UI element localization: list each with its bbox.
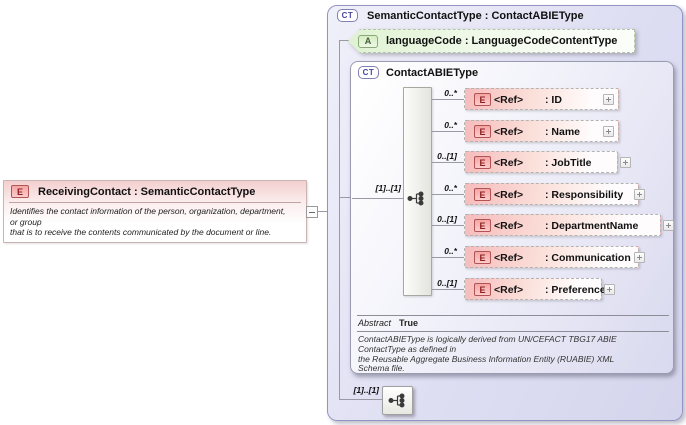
- connector-line: [339, 40, 349, 41]
- expand-icon[interactable]: [603, 126, 614, 137]
- element-id[interactable]: E <Ref> : ID: [464, 88, 619, 110]
- cardinality-label: 0..[1]: [437, 278, 457, 288]
- bottom-group-cardinality: [1]..[1]: [353, 385, 380, 395]
- attribute-type-icon: A: [358, 34, 378, 48]
- divider: [357, 331, 669, 332]
- element-name: : Name: [545, 125, 581, 138]
- element-type-icon: E: [474, 156, 491, 169]
- ref-label: <Ref>: [494, 125, 524, 138]
- expand-icon[interactable]: [604, 284, 615, 295]
- node-description: Identifies the contact information of th…: [10, 206, 306, 238]
- element-type-icon: E: [474, 219, 491, 232]
- cardinality-label: 0..*: [444, 246, 457, 256]
- cardinality-label: 0..[1]: [437, 214, 457, 224]
- element-type-icon: E: [474, 188, 491, 201]
- element-communication[interactable]: E <Ref> : Communication: [464, 246, 645, 268]
- divider: [357, 315, 669, 316]
- abstract-label: Abstract: [358, 318, 392, 328]
- ref-label: <Ref>: [494, 283, 524, 296]
- annotation-line: the Reusable Aggregate Business Informat…: [358, 353, 615, 364]
- ref-label: <Ref>: [494, 156, 524, 169]
- connector-line: [432, 225, 464, 226]
- element-name: : Responsibility: [545, 188, 624, 201]
- element-responsibility[interactable]: E <Ref> : Responsibility: [464, 183, 645, 205]
- connector-line: [339, 197, 350, 198]
- sequence-group-bar: [403, 87, 432, 296]
- typebox-title: ContactABIEType: [386, 67, 479, 79]
- complex-type-icon: CT: [358, 66, 379, 79]
- element-type-icon: E: [474, 125, 491, 138]
- element-type-icon: E: [474, 283, 491, 296]
- connector-line: [432, 289, 464, 290]
- description-line: that is to receive the contents communic…: [10, 227, 272, 237]
- description-line: or group: [10, 216, 42, 227]
- element-job-title[interactable]: E <Ref> : JobTitle: [464, 151, 631, 173]
- annotation-line: ContactABIEType is logically derived fro…: [358, 334, 617, 344]
- element-type-icon: E: [474, 93, 491, 106]
- cardinality-label: 0..*: [444, 88, 457, 98]
- element-type-icon: E: [11, 185, 29, 198]
- connector-line: [339, 399, 382, 400]
- description-line: Identifies the contact information of th…: [10, 206, 286, 216]
- connector-line: [432, 131, 464, 132]
- connector-line: [352, 198, 410, 199]
- element-type-icon: E: [474, 251, 491, 264]
- element-name: : Communication: [545, 251, 631, 264]
- type-annotation: ContactABIEType is logically derived fro…: [358, 334, 664, 374]
- container-title: SemanticContactType : ContactABIEType: [367, 10, 584, 22]
- element-name: : Preference: [545, 283, 606, 296]
- expand-icon[interactable]: [603, 94, 614, 105]
- cardinality-label: 0..*: [444, 183, 457, 193]
- attribute-label: languageCode : LanguageCodeContentType: [386, 35, 618, 47]
- element-name: : DepartmentName: [545, 219, 639, 232]
- element-name: : ID: [545, 93, 562, 106]
- expand-icon[interactable]: [663, 220, 674, 231]
- connector-line: [432, 162, 464, 163]
- element-name: : JobTitle: [545, 156, 592, 169]
- expand-icon[interactable]: [634, 189, 645, 200]
- element-preference[interactable]: E <Ref> : Preference: [464, 278, 615, 300]
- node-title: ReceivingContact : SemanticContactType: [38, 186, 256, 198]
- connector-line: [432, 194, 464, 195]
- typebox-contact-abie-type[interactable]: CT ContactABIEType [1]..[1] 0..*: [350, 61, 674, 374]
- cardinality-label: 0..*: [444, 120, 457, 130]
- sequence-icon: [407, 191, 424, 206]
- connector-line: [432, 257, 464, 258]
- ref-label: <Ref>: [494, 251, 524, 264]
- node-receiving-contact[interactable]: E ReceivingContact : SemanticContactType…: [3, 180, 307, 243]
- cardinality-label: 0..[1]: [437, 151, 457, 161]
- element-name-node[interactable]: E <Ref> : Name: [464, 120, 619, 142]
- annotation-line: ContactType as defined in: [358, 343, 457, 354]
- sequence-group-box[interactable]: [382, 386, 413, 415]
- annotation-line: Schema file.: [358, 363, 405, 374]
- container-semantic-contact-type[interactable]: CT SemanticContactType : ContactABIEType…: [327, 5, 683, 421]
- attribute-language-code[interactable]: A languageCode : LanguageCodeContentType: [348, 29, 635, 53]
- ref-label: <Ref>: [494, 188, 524, 201]
- element-department-name[interactable]: E <Ref> : DepartmentName: [464, 214, 674, 236]
- ref-label: <Ref>: [494, 219, 524, 232]
- collapse-toggle-icon[interactable]: [306, 206, 318, 218]
- connector-trunk: [339, 40, 340, 399]
- group-cardinality: [1]..[1]: [375, 183, 402, 193]
- expand-icon[interactable]: [634, 252, 645, 263]
- sequence-icon: [388, 393, 405, 408]
- ref-label: <Ref>: [494, 93, 524, 106]
- connector-line: [432, 99, 464, 100]
- abstract-value: True: [399, 318, 419, 328]
- divider: [9, 202, 301, 203]
- expand-icon[interactable]: [620, 157, 631, 168]
- complex-type-icon: CT: [337, 9, 358, 22]
